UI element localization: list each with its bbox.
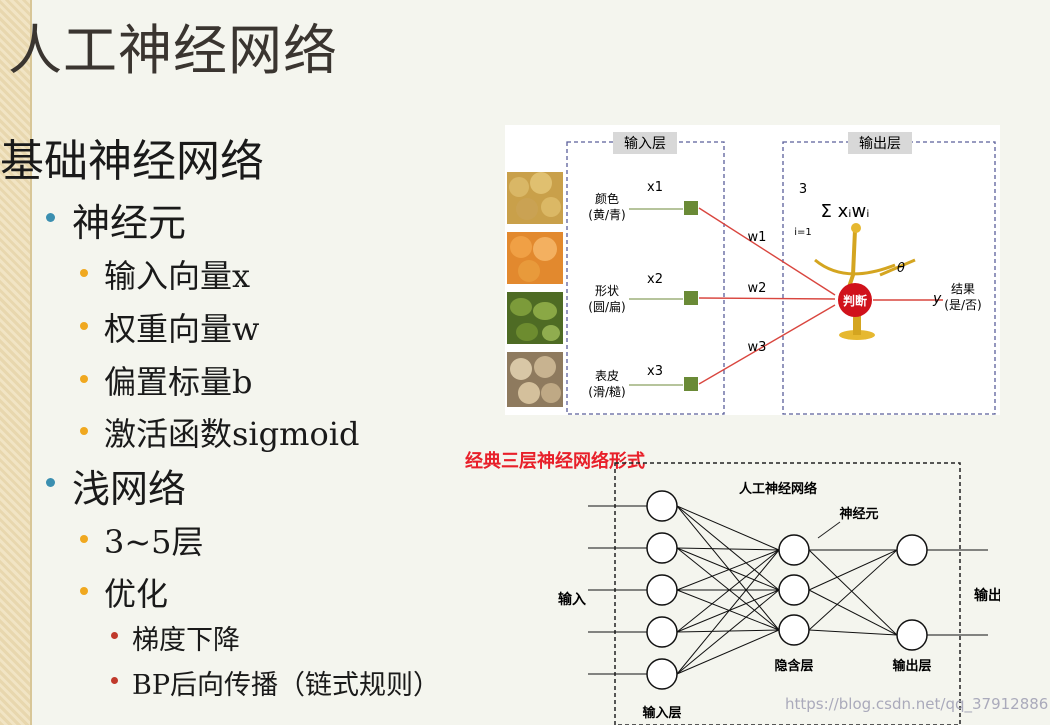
bullet-dot bbox=[80, 587, 88, 595]
bullet-item: 神经元 bbox=[72, 201, 187, 245]
input-name: 形状 bbox=[595, 284, 619, 298]
connection-line bbox=[676, 549, 780, 633]
w-label: w3 bbox=[748, 340, 767, 355]
connection-line bbox=[676, 629, 780, 633]
sum-upper: 3 bbox=[799, 182, 807, 197]
connection-line bbox=[808, 589, 898, 636]
hidden-neuron bbox=[778, 614, 810, 646]
seed-image-beige bbox=[507, 352, 563, 407]
bullet-dot bbox=[80, 322, 88, 330]
connection-line bbox=[676, 505, 780, 631]
input-layer-tab bbox=[613, 132, 677, 154]
connection-line bbox=[676, 589, 780, 633]
slide-side-decoration bbox=[0, 0, 32, 725]
bullet-item: 3~5层 bbox=[104, 523, 204, 561]
w-label: w1 bbox=[748, 230, 767, 245]
hidden-neuron bbox=[778, 574, 810, 606]
bullet-item: 激活函数sigmoid bbox=[104, 415, 360, 453]
w-label: w2 bbox=[748, 281, 767, 296]
connection-line bbox=[676, 589, 780, 675]
bullet-dot bbox=[80, 427, 88, 435]
bullet-dot bbox=[111, 677, 118, 684]
judge-label: 判断 bbox=[843, 293, 867, 308]
input-sub: (圆/扁) bbox=[588, 300, 625, 314]
output-arrow-label: 输出 bbox=[974, 587, 1000, 604]
result-label: 结果 bbox=[951, 282, 975, 296]
bullet-item: 优化 bbox=[104, 575, 169, 613]
slide-title: 人工神经网络 bbox=[8, 19, 338, 82]
connection-line bbox=[676, 589, 780, 631]
input-node bbox=[684, 377, 698, 391]
input-name: 颜色 bbox=[595, 191, 619, 206]
hidden-layer-label: 隐含层 bbox=[774, 658, 813, 674]
x-label: x3 bbox=[647, 364, 663, 379]
seed-image-yellow bbox=[507, 172, 563, 224]
connection-line bbox=[676, 549, 780, 591]
connection-line bbox=[808, 549, 898, 631]
input-sub: (滑/糙) bbox=[588, 385, 625, 399]
connection-line bbox=[808, 629, 898, 636]
hidden-neuron bbox=[778, 534, 810, 566]
input-neuron bbox=[646, 490, 678, 522]
output-layer-label: 输出层 bbox=[892, 658, 931, 674]
network-diagram: 人工神经网络 神经元 输入 输出 输入层 隐含层 输出层 bbox=[558, 462, 1000, 725]
bullet-item: 浅网络 bbox=[72, 467, 187, 511]
bullet-dot bbox=[111, 632, 118, 639]
input-neuron bbox=[646, 532, 678, 564]
judge-node bbox=[838, 283, 872, 317]
neuron-diagram: 输入层 输出层 颜色 (黄/青) 形状 (圆/扁) 表皮 (滑/糙) x1 x2… bbox=[505, 125, 1000, 415]
bullet-item: 输入向量x bbox=[104, 257, 251, 295]
result-sub: (是/否) bbox=[944, 298, 981, 312]
section-heading: 基础神经网络 bbox=[0, 136, 264, 187]
input-neuron bbox=[646, 658, 678, 690]
bullet-item: 偏置标量b bbox=[104, 363, 253, 401]
bullet-dot bbox=[46, 478, 55, 487]
connection-line bbox=[676, 547, 780, 591]
figure-caption: 经典三层神经网络形式 bbox=[465, 451, 645, 472]
bullet-dot bbox=[46, 213, 55, 222]
output-layer-label: 输出层 bbox=[859, 136, 901, 152]
theta-symbol: θ bbox=[897, 261, 905, 276]
watermark: https://blog.csdn.net/qq_37912886 bbox=[785, 695, 1049, 713]
bullet-dot bbox=[80, 375, 88, 383]
bullet-item: 梯度下降 bbox=[132, 625, 240, 656]
connection-line bbox=[676, 629, 780, 675]
sum-formula: Σ xᵢwᵢ bbox=[821, 201, 870, 222]
connection-line bbox=[676, 547, 780, 631]
x-label: x2 bbox=[647, 272, 663, 287]
connection-line bbox=[676, 547, 780, 551]
input-neuron bbox=[646, 574, 678, 606]
input-name: 表皮 bbox=[595, 369, 619, 383]
input-node bbox=[684, 291, 698, 305]
input-neuron bbox=[646, 616, 678, 648]
seed-image-green bbox=[507, 292, 563, 344]
input-sub: (黄/青) bbox=[588, 208, 625, 222]
output-neuron bbox=[896, 619, 928, 651]
connection-line bbox=[808, 549, 898, 591]
input-node bbox=[684, 201, 698, 215]
connection-line bbox=[676, 549, 780, 675]
output-symbol: y bbox=[932, 291, 942, 307]
sum-lower: i=1 bbox=[794, 227, 812, 238]
bullet-item: BP后向传播（链式规则） bbox=[132, 670, 441, 701]
seed-image-orange bbox=[507, 232, 563, 284]
input-layer-label: 输入层 bbox=[624, 136, 666, 152]
output-neuron bbox=[896, 534, 928, 566]
bullet-dot bbox=[80, 535, 88, 543]
connection-line bbox=[676, 505, 780, 551]
x-label: x1 bbox=[647, 180, 663, 195]
output-layer-tab bbox=[848, 132, 912, 154]
network-title: 人工神经网络 bbox=[739, 481, 817, 497]
neuron-label: 神经元 bbox=[839, 506, 878, 522]
bullet-item: 权重向量w bbox=[104, 310, 260, 348]
connection-line bbox=[808, 549, 898, 636]
input-arrow-label: 输入 bbox=[558, 591, 586, 608]
bullet-dot bbox=[80, 269, 88, 277]
connection-line bbox=[676, 505, 780, 591]
input-layer-label: 输入层 bbox=[642, 705, 681, 721]
